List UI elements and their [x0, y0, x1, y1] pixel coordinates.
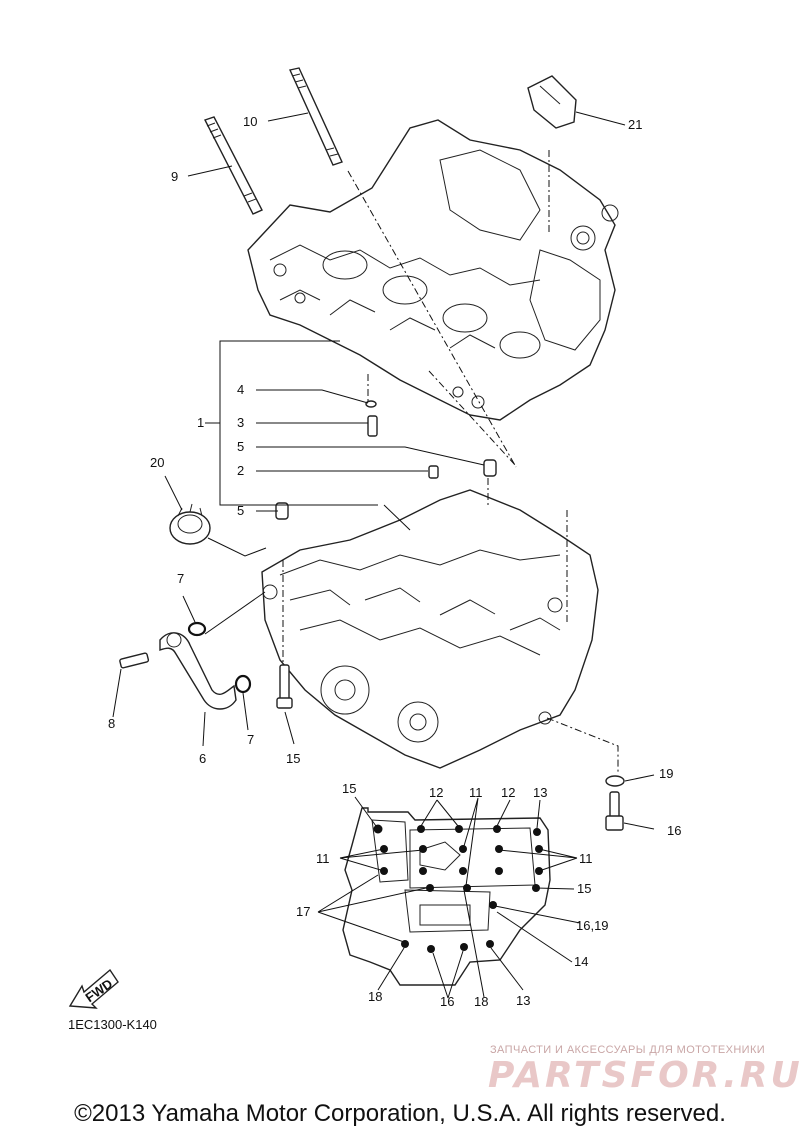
callout-7: 7 [177, 571, 184, 586]
catalog-code: 1EC1300-K140 [68, 1017, 157, 1032]
callout-13: 13 [516, 993, 530, 1008]
callout-17: 17 [296, 904, 310, 919]
callout-18: 18 [474, 994, 488, 1009]
dowel-pin-3 [367, 415, 378, 437]
bolt-8 [119, 652, 150, 669]
bolt-15 [276, 664, 293, 709]
callout-16: 16 [440, 994, 454, 1009]
stud-bolt-10 [289, 67, 343, 166]
callout-15: 15 [577, 881, 591, 896]
callout-9: 9 [171, 169, 178, 184]
lower-crankcase [261, 489, 599, 769]
leader-lines [112, 111, 655, 999]
washer-19 [605, 775, 625, 787]
callout-14: 14 [574, 954, 588, 969]
callout-13: 13 [533, 785, 547, 800]
callout-4: 4 [237, 382, 244, 397]
callout-5: 5 [237, 503, 244, 518]
callout-19: 19 [659, 766, 673, 781]
callout-20: 20 [150, 455, 164, 470]
oil-pipe-assembly [119, 621, 252, 710]
callout-7: 7 [247, 732, 254, 747]
fwd-arrow-icon: FWD [68, 968, 119, 1009]
callout-3: 3 [237, 415, 244, 430]
dowel-pin-5-upper [483, 459, 497, 477]
callout-10: 10 [243, 114, 257, 129]
watermark-brand: PARTSFOR.RU [488, 1055, 800, 1096]
callout-15: 15 [286, 751, 300, 766]
callout-labels: 1 2 3 4 5 5 6 7 7 8 9 10 21 20 15 19 16 … [108, 114, 681, 1009]
callout-1: 1 [197, 415, 204, 430]
callout-16-19: 16,19 [576, 918, 609, 933]
o-ring-7-b [234, 674, 252, 694]
upper-crankcase [247, 119, 619, 421]
drain-plug-20 [169, 503, 211, 545]
callout-11: 11 [469, 785, 483, 800]
callout-2: 2 [237, 463, 244, 478]
callout-8: 8 [108, 716, 115, 731]
callout-18: 18 [368, 989, 382, 1004]
o-ring-4 [365, 400, 377, 408]
callout-12: 12 [429, 785, 443, 800]
callout-15: 15 [342, 781, 356, 796]
plug-2 [428, 465, 439, 479]
crankcase-bottom-view [342, 807, 551, 986]
cover-21 [527, 75, 577, 129]
callout-5: 5 [237, 439, 244, 454]
callout-6: 6 [199, 751, 206, 766]
bolt-16-washer-19 [605, 775, 625, 831]
stud-bolt-9 [204, 116, 263, 215]
callout-11: 11 [316, 851, 330, 866]
o-ring-7-a [187, 621, 207, 637]
callout-21: 21 [628, 117, 642, 132]
small-parts [275, 400, 497, 520]
callout-11: 11 [579, 851, 593, 866]
watermark-tagline: ЗАПЧАСТИ И АКСЕССУАРЫ ДЛЯ МОТОТЕХНИКИ [490, 1044, 766, 1056]
assembly-lines [282, 150, 619, 774]
copyright-notice: ©2013 Yamaha Motor Corporation, U.S.A. A… [74, 1100, 726, 1127]
callout-16: 16 [667, 823, 681, 838]
callout-12: 12 [501, 785, 515, 800]
